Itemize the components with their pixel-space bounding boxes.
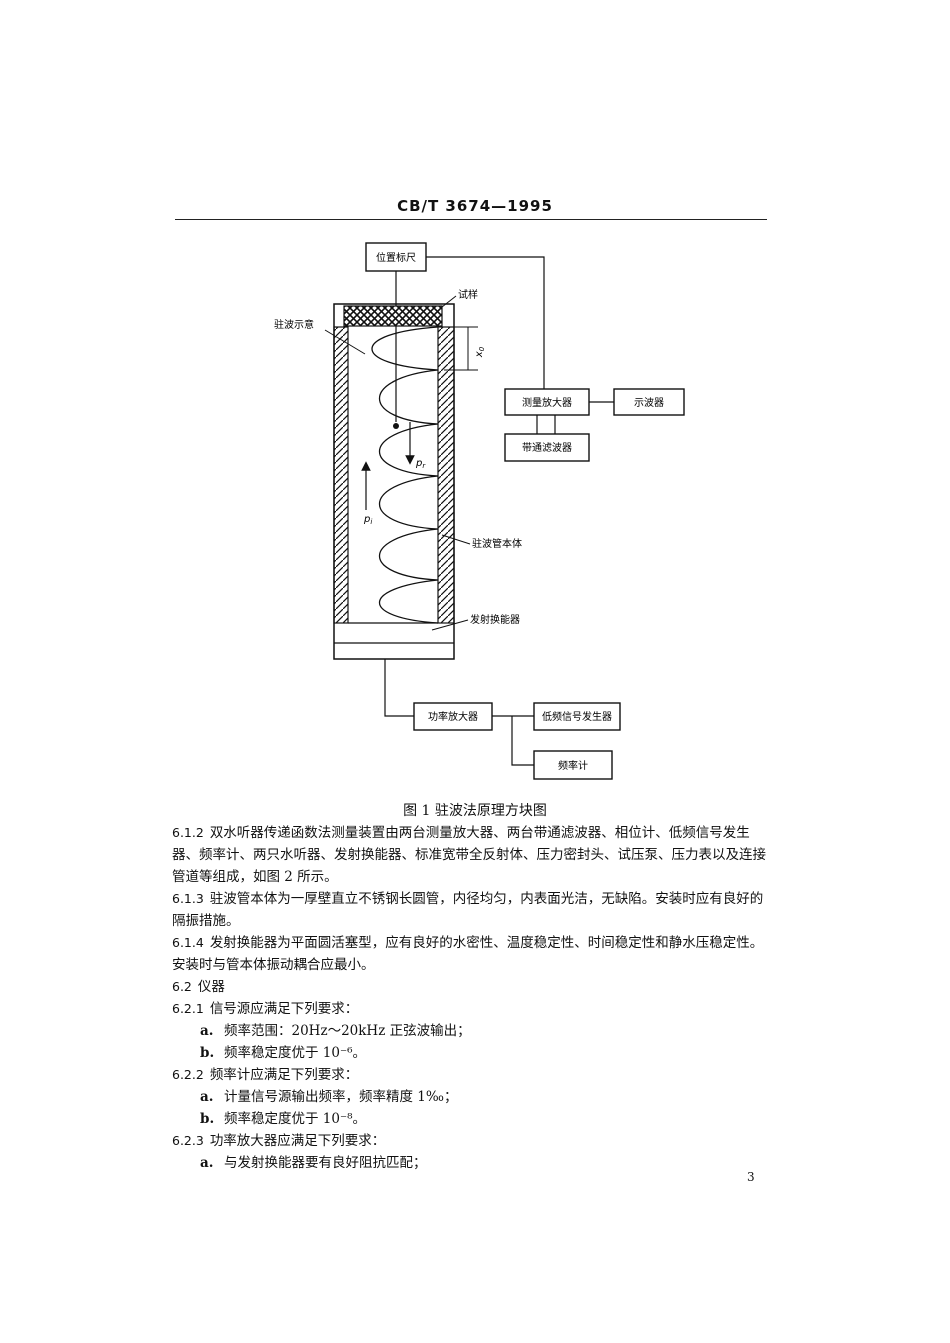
paragraph-text: 频率范围：20Hz～20kHz 正弦波输出；: [224, 1023, 471, 1039]
sample-label: 试样: [458, 288, 478, 301]
page-number: 3: [747, 1170, 755, 1184]
standing-wave-label: 驻波示意: [274, 318, 314, 331]
paragraph-text: 频率计应满足下列要求：: [209, 1067, 359, 1083]
standing-wave-curve: [371, 326, 439, 624]
paragraph-text: 频率稳定度优于 10⁻⁶。: [224, 1045, 367, 1061]
section-number: 6.1.4: [172, 935, 204, 950]
list-item-label: a.: [200, 1089, 214, 1105]
section-number: 6.2.3: [172, 1133, 204, 1148]
paragraph-text: 双水听器传递函数法测量装置由两台测量放大器、两台带通滤波器、相位计、低频信号发生…: [172, 825, 766, 885]
paragraph-text: 仪器: [197, 979, 225, 995]
paragraph-text: 功率放大器应满足下列要求：: [209, 1133, 386, 1149]
standing-wave-diagram: 位置标尺 x0 试样 驻波示意 驻波管本体 发射换能器 pr pi 测量放大器 …: [274, 242, 685, 780]
tube-outer: [333, 303, 455, 660]
tube-body-label: 驻波管本体: [472, 537, 522, 550]
list-item: a. 频率范围：20Hz～20kHz 正弦波输出；: [172, 1020, 772, 1042]
svg-text:pi: pi: [363, 514, 372, 526]
oscilloscope-label: 示波器: [634, 396, 664, 409]
bandpass-filter-label: 带通滤波器: [522, 441, 572, 454]
oscilloscope-box: [613, 388, 685, 416]
list-item-label: b.: [200, 1045, 215, 1061]
lf-generator-label: 低频信号发生器: [542, 710, 612, 723]
section-number: 6.1.2: [172, 825, 204, 840]
pr-label: p: [415, 458, 422, 469]
bandpass-filter-box: [504, 433, 590, 462]
measure-amp-label: 测量放大器: [522, 396, 572, 409]
section-number: 6.2.2: [172, 1067, 204, 1082]
svg-text:pr: pr: [415, 458, 426, 470]
freq-meter-box: [533, 750, 613, 780]
svg-text:x0: x0: [474, 346, 486, 358]
figure-caption: 图 1 驻波法原理方块图: [403, 803, 547, 819]
paragraph: 6.2 仪器: [172, 976, 772, 998]
power-amp-label: 功率放大器: [428, 710, 478, 723]
transducer-label: 发射换能器: [470, 613, 520, 626]
list-item: a. 与发射换能器要有良好阻抗匹配；: [172, 1152, 772, 1174]
paragraph-text: 与发射换能器要有良好阻抗匹配；: [224, 1155, 427, 1171]
paragraph-text: 信号源应满足下列要求：: [209, 1001, 359, 1017]
header-rule: [175, 219, 767, 220]
sample-block: [343, 305, 443, 327]
list-item-label: a.: [200, 1023, 214, 1039]
paragraph: 6.2.3 功率放大器应满足下列要求：: [172, 1130, 772, 1152]
list-item: b. 频率稳定度优于 10⁻⁸。: [172, 1108, 772, 1130]
list-item-label: a.: [200, 1155, 214, 1171]
section-number: 6.2: [172, 979, 192, 994]
paragraph-text: 发射换能器为平面圆活塞型，应有良好的水密性、温度稳定性、时间稳定性和静水压稳定性…: [172, 935, 764, 973]
position-scale-label: 位置标尺: [376, 251, 416, 264]
tube-left-wall: [333, 326, 349, 624]
pi-subscript: i: [370, 518, 372, 526]
x0-label: x: [474, 351, 485, 358]
list-item: a. 计量信号源输出频率，频率精度 1‰；: [172, 1086, 772, 1108]
list-item: b. 频率稳定度优于 10⁻⁶。: [172, 1042, 772, 1064]
section-number: 6.2.1: [172, 1001, 204, 1016]
lf-generator-box: [533, 702, 621, 731]
paragraph-text: 频率稳定度优于 10⁻⁸。: [224, 1111, 367, 1127]
standard-number-header: CB/T 3674—1995: [397, 197, 553, 215]
paragraph: 6.2.2 频率计应满足下列要求：: [172, 1064, 772, 1086]
paragraph-text: 计量信号源输出频率，频率精度 1‰；: [224, 1089, 458, 1105]
power-amp-box: [413, 702, 493, 731]
paragraph: 6.2.1 信号源应满足下列要求：: [172, 998, 772, 1020]
tube-right-wall: [437, 326, 455, 624]
section-number: 6.1.3: [172, 891, 204, 906]
list-item-label: b.: [200, 1111, 215, 1127]
pr-subscript: r: [422, 462, 426, 470]
measure-amp-box: [504, 388, 590, 416]
pi-label: p: [363, 514, 370, 525]
freq-meter-label: 频率计: [558, 759, 588, 772]
paragraph-text: 驻波管本体为一厚壁直立不锈钢长圆管，内径均匀，内表面光洁，无缺陷。安装时应有良好…: [172, 891, 764, 929]
x0-subscript: 0: [478, 346, 486, 351]
